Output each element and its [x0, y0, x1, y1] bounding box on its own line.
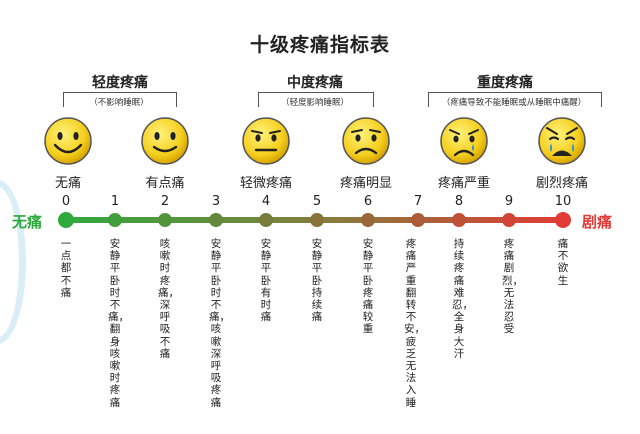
scale-right-label: 剧痛: [582, 213, 613, 231]
scale-dot: [411, 213, 425, 227]
level-description: 一点都不痛: [60, 238, 72, 299]
scale-number: 5: [312, 194, 322, 209]
scale-number: 7: [413, 194, 423, 209]
level-description: 持续疼痛难忍，全身大汗: [452, 238, 473, 360]
level-description: 安静平卧疼痛较重: [362, 238, 374, 336]
scale-dot: [259, 213, 273, 227]
scale-dot: [555, 212, 571, 228]
group-title-moderate: 中度疼痛: [287, 75, 343, 91]
decorative-arc: [0, 180, 26, 344]
level-description: 疼痛严重翻转不安，疲乏无法入睡: [404, 238, 425, 409]
smile-face-icon: [44, 117, 92, 165]
group-title-mild: 轻度疼痛: [92, 75, 148, 91]
scale-number: 9: [504, 194, 514, 209]
level-description: 咳嗽时疼痛，深呼吸不痛: [158, 238, 179, 360]
level-description: 安静平卧时不痛，咳嗽深呼吸疼痛: [209, 238, 230, 409]
level-description: 安静平卧有时痛: [260, 238, 272, 324]
scale-number: 8: [454, 194, 464, 209]
scale-dot: [310, 213, 324, 227]
face-label: 有点痛: [145, 176, 185, 191]
scale-dot: [58, 212, 74, 228]
scale-number: 2: [160, 194, 170, 209]
scale-number: 3: [211, 194, 221, 209]
scale-dot: [158, 213, 172, 227]
scale-left-label: 无痛: [12, 213, 43, 231]
scale-dot: [502, 213, 516, 227]
crying-face-icon: [440, 117, 488, 165]
face-label: 疼痛明显: [339, 176, 392, 191]
scale-dot: [361, 213, 375, 227]
scale-dot: [209, 213, 223, 227]
scale-dot: [108, 213, 122, 227]
scale-number: 6: [363, 194, 373, 209]
group-note-moderate: （轻度影响睡眠）: [280, 98, 349, 108]
level-description: 安静平卧时不痛，翻身咳嗽时疼痛: [108, 238, 129, 409]
neutral-face-icon: [242, 117, 290, 165]
group-note-mild: （不影响睡眠）: [89, 98, 149, 108]
face-label: 轻微疼痛: [239, 176, 292, 191]
page-title: 十级疼痛指标表: [249, 34, 390, 56]
face-label: 疼痛严重: [437, 176, 490, 191]
scale-number: 10: [554, 194, 572, 209]
slight-smile-face-icon: [141, 117, 189, 165]
face-label: 无痛: [54, 176, 81, 191]
severe-crying-face-icon: [538, 117, 586, 165]
level-description: 痛不欲生: [557, 238, 569, 287]
scale-bar: [58, 212, 571, 228]
group-title-severe: 重度疼痛: [477, 75, 533, 91]
group-bracket-moderate: [258, 92, 374, 107]
scale-number: 4: [261, 194, 271, 209]
face-label: 剧烈疼痛: [535, 176, 588, 191]
group-bracket-severe: [428, 92, 602, 107]
group-note-severe: （疼痛导致不能睡眠或从睡眠中痛醒）: [441, 98, 587, 108]
scale-number: 1: [110, 194, 120, 209]
frown-face-icon: [342, 117, 390, 165]
group-bracket-mild: [63, 92, 177, 107]
level-description: 疼痛剧烈，无法忍受: [502, 238, 523, 336]
scale-number: 0: [61, 194, 71, 209]
level-description: 安静平卧持续痛: [311, 238, 323, 324]
scale-dot: [452, 213, 466, 227]
